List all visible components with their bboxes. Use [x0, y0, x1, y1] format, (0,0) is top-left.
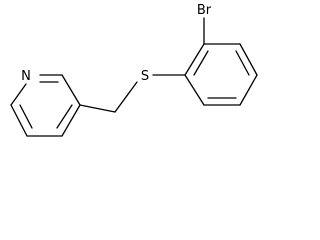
bond-ch2-s: [114, 81, 138, 113]
bond-c5-c6: [61, 74, 81, 106]
bond-n-c2: [10, 83, 27, 106]
double-bond-inner-1: [19, 104, 33, 129]
double-bond-inner-2: [56, 104, 73, 129]
pyridine-ring: [10, 74, 81, 137]
bond-c4-c5: [61, 104, 81, 137]
bond-p1-p2: [184, 43, 205, 76]
bond-c2-c3: [10, 104, 28, 137]
bond-p4-p5: [239, 74, 258, 106]
bond-ring-ch2: [79, 104, 116, 113]
nitrogen-atom-label: N: [21, 69, 31, 84]
bond-p6-p1: [184, 74, 205, 106]
sulfur-atom-label: S: [141, 69, 149, 84]
bromine-atom-label: Br: [197, 3, 212, 18]
chemical-structure: N S Br: [10, 3, 258, 137]
methylene-thioether-linker: [79, 74, 186, 113]
double-bond-inner-4: [193, 50, 209, 76]
double-bond-inner-5: [235, 50, 250, 76]
bond-p3-p4: [239, 43, 258, 76]
bromophenyl-ring: [184, 17, 258, 106]
